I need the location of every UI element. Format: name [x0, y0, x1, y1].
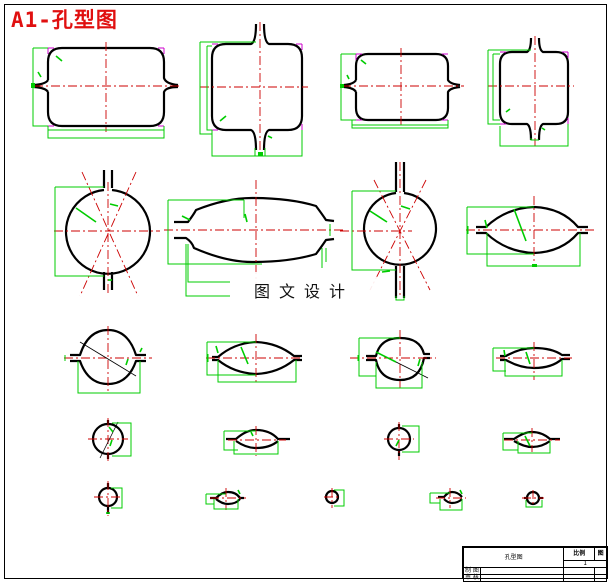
- sheet-value: 1: [563, 560, 607, 568]
- drafter-extra: [594, 567, 607, 575]
- drawing-name: 孔型图: [462, 547, 565, 568]
- pass-oval-3: [206, 334, 302, 383]
- watermark-badge: [232, 272, 382, 306]
- drafter-value: [479, 567, 565, 575]
- pass-round-2: [340, 162, 438, 301]
- pass-round-5: [88, 418, 132, 462]
- pass-box-4: [487, 36, 574, 147]
- scale-label: 比例: [563, 547, 596, 561]
- pass-oval-1: [164, 180, 346, 297]
- sheet-label: 图: [594, 547, 607, 561]
- watermark-text: 图文设计: [254, 282, 355, 301]
- pass-oval-6: [502, 428, 560, 454]
- title-block-table: 孔型图 比例 图 1 制 图 审 核: [462, 547, 607, 582]
- pass-box-2: [199, 22, 308, 157]
- pass-oval-7: [205, 488, 246, 510]
- reviewer-label: 审 核: [463, 574, 481, 582]
- pass-oval-2: [466, 196, 594, 267]
- pass-round-8: [324, 488, 345, 508]
- title-block: 孔型图 比例 图 1 制 图 审 核: [462, 546, 608, 582]
- pass-round-9: [522, 490, 544, 508]
- pass-box-1: [31, 42, 182, 139]
- pass-round-4: [350, 330, 436, 389]
- reviewer-date: [563, 574, 596, 582]
- drawing-border: [4, 4, 607, 579]
- watermark: 图文设计: [232, 272, 382, 306]
- pass-round-3: [64, 326, 152, 394]
- pass-oval-8: [429, 488, 466, 511]
- pass-oval-5: [223, 426, 290, 456]
- pass-round-7: [94, 481, 123, 516]
- drawing-title: A1-孔型图: [11, 8, 118, 32]
- pass-oval-4: [492, 342, 572, 380]
- pass-round-6: [384, 422, 420, 460]
- reviewer-extra: [594, 574, 607, 582]
- reviewer-value: [479, 574, 565, 582]
- pass-box-3: [340, 48, 464, 129]
- pass-round-1: [54, 170, 169, 297]
- drafter-date: [563, 567, 596, 575]
